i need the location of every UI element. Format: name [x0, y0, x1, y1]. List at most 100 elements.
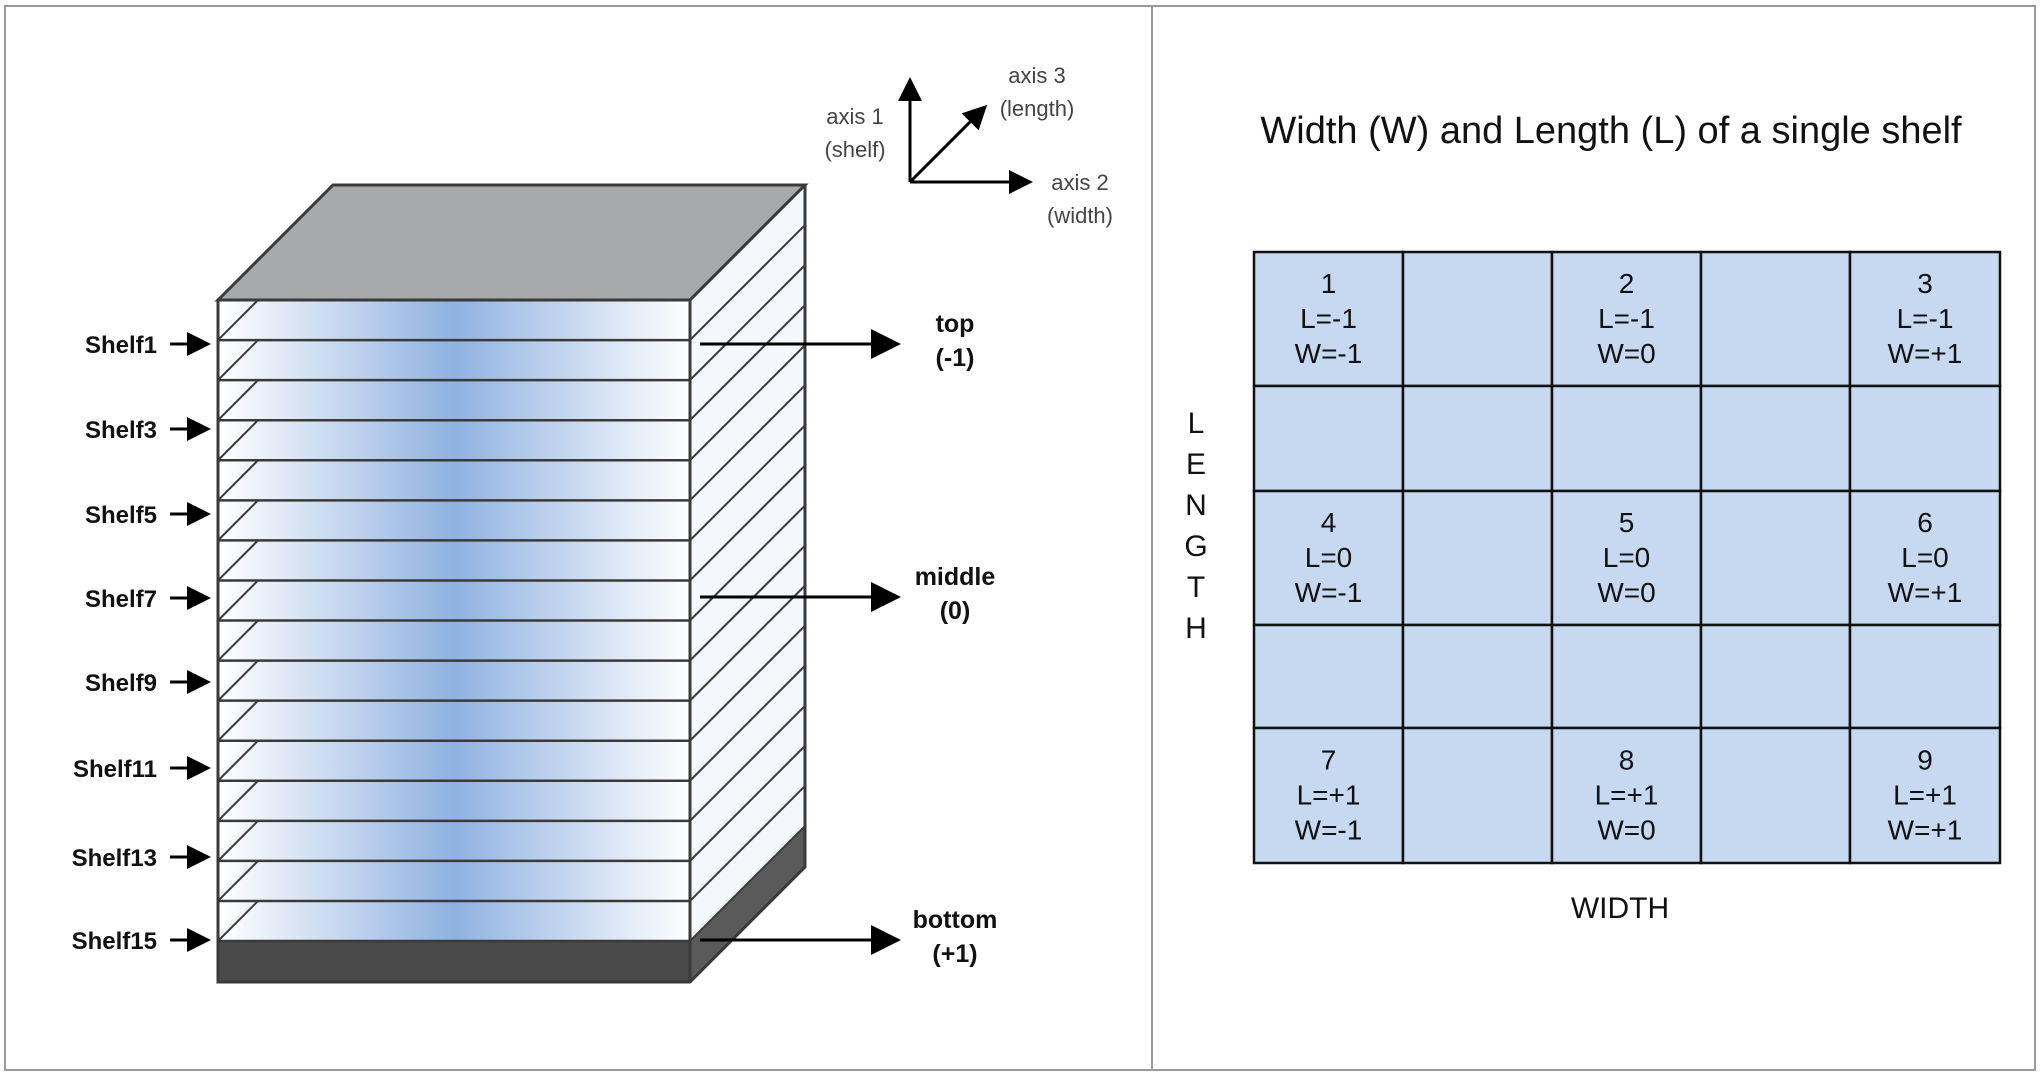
grid-cell-number: 9: [1917, 745, 1933, 776]
grid-cell-width-value: W=-1: [1295, 815, 1363, 846]
grid-cell-length-value: L=-1: [1897, 303, 1954, 334]
shelf-label: Shelf13: [72, 845, 157, 872]
outer-frame: [4, 5, 2036, 1071]
grid-cell-length-value: L=-1: [1598, 303, 1655, 334]
shelf-edge-right: [689, 745, 806, 862]
shelf-edge-left: [217, 419, 259, 461]
axis2-sub: (width): [1047, 203, 1113, 228]
shelf-label: Shelf7: [85, 586, 157, 613]
grid-cell-empty: [1401, 489, 1554, 627]
shelf-edge-left: [217, 499, 259, 542]
shelf-label: Shelf1: [85, 332, 157, 359]
axes-indicator: axis 1 (shelf) axis 3 (length) axis 2 (w…: [824, 63, 1113, 228]
shelf-edge-left: [217, 339, 259, 381]
shelf-edge-right: [689, 424, 806, 542]
grid-cell-length-value: L=+1: [1297, 780, 1361, 811]
grid-cell-empty: [1401, 250, 1554, 388]
grid-cell-9: [1848, 726, 2002, 865]
grid-cell-width-value: W=+1: [1888, 338, 1963, 369]
shelf-stack: [214, 183, 809, 984]
grid-cell-length-value: L=0: [1305, 542, 1353, 573]
width-axis-label: WIDTH: [1571, 892, 1669, 925]
shelf-label: Shelf9: [85, 670, 157, 697]
grid-cell-number: 2: [1619, 268, 1635, 299]
axis3-sub: (length): [1000, 96, 1075, 121]
stack-base-front: [218, 941, 690, 982]
axis2-label: axis 2: [1051, 170, 1108, 195]
shelf-edge-right: [689, 825, 806, 942]
position-value: (-1): [936, 344, 975, 372]
grid-cell-empty: [1699, 623, 1852, 730]
shelf-label: Shelf11: [73, 756, 157, 783]
grid-cell-empty: [1252, 384, 1405, 493]
shelf-edge-right: [689, 544, 806, 662]
grid-cell-empty: [1550, 623, 1703, 730]
grid-cell-length-value: L=-1: [1300, 303, 1357, 334]
shelf-edge-left: [217, 659, 259, 702]
length-axis-letter: L: [1188, 407, 1205, 440]
grid-cell-empty: [1252, 623, 1405, 730]
shelf-edge-left: [217, 739, 259, 782]
length-axis-letter: G: [1184, 530, 1207, 563]
shelf-edge-right: [689, 304, 806, 421]
shelf-stack-panel: Shelf1Shelf3Shelf5Shelf7Shelf9Shelf11She…: [72, 63, 1113, 984]
shelf-edge-right: [689, 344, 806, 461]
shelf-edge-left: [217, 699, 259, 742]
grid-cell-number: 1: [1321, 268, 1337, 299]
grid-cell-empty: [1550, 384, 1703, 493]
length-axis-letter: E: [1186, 448, 1206, 481]
position-name: bottom: [913, 906, 998, 934]
grid-cell-number: 7: [1321, 745, 1337, 776]
shelf-edge-left: [217, 459, 259, 502]
shelf-label: Shelf5: [85, 502, 157, 529]
shelf-edge-left: [217, 579, 259, 622]
length-axis-letter: N: [1185, 489, 1207, 522]
shelf-edge-right: [689, 264, 806, 381]
grid-cell-width-value: W=+1: [1888, 815, 1963, 846]
grid-cell-width-value: W=-1: [1295, 338, 1363, 369]
grid-cell-empty: [1699, 489, 1852, 627]
length-axis-letter: H: [1185, 612, 1207, 645]
shelf-edge-right: [689, 224, 806, 341]
shelf-edge-right: [689, 584, 806, 702]
shelf-grid: 1L=-1W=-12L=-1W=03L=-1W=+14L=0W=-15L=0W=…: [1252, 250, 2002, 865]
shelf-edge-right: [689, 184, 806, 301]
shelf-edge-left: [217, 539, 259, 582]
shelf-edge-left: [217, 619, 259, 662]
shelf-label: Shelf15: [72, 928, 157, 955]
grid-cell-empty: [1699, 250, 1852, 388]
shelf-label: Shelf3: [85, 417, 157, 444]
axis1-label: axis 1: [826, 104, 883, 129]
grid-cell-empty: [1401, 726, 1554, 865]
grid-cell-width-value: W=+1: [1888, 577, 1963, 608]
shelf-edge-right: [689, 665, 806, 782]
shelf-label-group: Shelf1Shelf3Shelf5Shelf7Shelf9Shelf11She…: [72, 332, 211, 955]
shelf-edge-left: [217, 820, 259, 862]
length-axis-letter: T: [1187, 571, 1205, 604]
grid-cell-number: 8: [1619, 745, 1635, 776]
grid-cell-empty: [1699, 726, 1852, 865]
grid-cell-number: 5: [1619, 507, 1635, 538]
grid-cell-empty: [1848, 384, 2002, 493]
shelf-edge-left: [217, 780, 259, 822]
grid-cell-width-value: W=-1: [1295, 577, 1363, 608]
single-shelf-panel: Width (W) and Length (L) of a single she…: [1184, 110, 2002, 925]
grid-cell-width-value: W=0: [1597, 338, 1655, 369]
grid-cell-number: 6: [1917, 507, 1933, 538]
shelf-edge-left: [217, 299, 259, 341]
axis3-arrow: [908, 104, 988, 184]
shelf-edge-left: [217, 860, 259, 902]
position-label-group: top(-1)middle(0)bottom(+1): [700, 310, 997, 968]
position-value: (0): [940, 597, 971, 625]
grid-cell-number: 3: [1917, 268, 1933, 299]
grid-cell-length-value: L=+1: [1595, 780, 1659, 811]
grid-cell-3: [1848, 250, 2002, 388]
shelf-edge-right: [689, 624, 806, 742]
shelf-edge-right: [689, 384, 806, 502]
shelf-edge-right: [689, 785, 806, 902]
grid-cell-length-value: L=0: [1603, 542, 1651, 573]
grid-cell-width-value: W=0: [1597, 815, 1655, 846]
axis3-label: axis 3: [1008, 63, 1065, 88]
